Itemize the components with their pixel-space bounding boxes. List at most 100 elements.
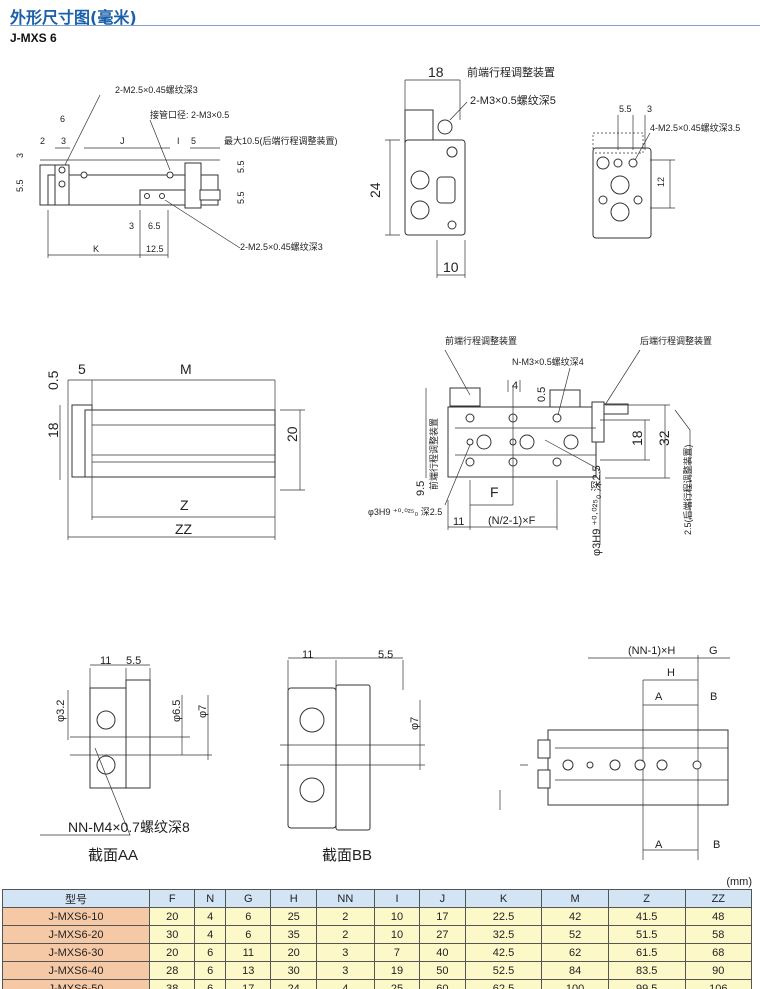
value-cell: 58 bbox=[684, 925, 753, 944]
value-cell: 7 bbox=[373, 943, 421, 962]
dimension-label: 2.5(后端行程调整装置) bbox=[682, 444, 693, 535]
value-cell: 11 bbox=[225, 943, 272, 962]
dimension-label: Z bbox=[180, 497, 189, 513]
dimension-label: 12 bbox=[656, 177, 666, 187]
value-cell: 60 bbox=[419, 979, 466, 989]
dimension-label: 5.5 bbox=[378, 649, 393, 661]
value-cell: 41.5 bbox=[607, 907, 686, 926]
dimension-label: (NN-1)×H bbox=[628, 645, 675, 657]
top-right-view: 5.5 3 4-M2.5×0.45螺纹深3.5 12 bbox=[592, 104, 740, 239]
dimension-label: φ6.5 bbox=[171, 700, 183, 722]
col-header: H bbox=[270, 889, 317, 908]
value-cell: 24 bbox=[270, 979, 317, 989]
dimension-label: 2 bbox=[40, 136, 45, 146]
dimension-label: M bbox=[180, 361, 192, 377]
value-cell: 100 bbox=[541, 979, 609, 989]
value-cell: 20 bbox=[148, 907, 196, 926]
value-cell: 2 bbox=[315, 925, 375, 944]
value-cell: 48 bbox=[684, 907, 753, 926]
dimension-drawings: 2-M2.5×0.45螺纹深3 接管口径: 2-M3×0.5 6 2 3 J I… bbox=[15, 64, 740, 864]
dimension-label: 24 bbox=[367, 182, 383, 198]
dimension-label: NN-M4×0.7螺纹深8 bbox=[68, 819, 190, 835]
dimension-label: 2-M3×0.5螺纹深5 bbox=[470, 93, 556, 107]
dimension-label: B bbox=[710, 691, 717, 703]
value-cell: 27 bbox=[419, 925, 466, 944]
value-cell: 6 bbox=[225, 925, 272, 944]
col-header: NN bbox=[315, 889, 375, 908]
value-cell: 2 bbox=[315, 907, 375, 926]
value-cell: 52.5 bbox=[464, 961, 543, 980]
value-cell: 83.5 bbox=[607, 961, 686, 980]
value-cell: 30 bbox=[270, 961, 317, 980]
dimension-label: 18 bbox=[45, 422, 61, 438]
value-cell: 68 bbox=[684, 943, 753, 962]
col-header: N bbox=[194, 889, 227, 908]
col-header: ZZ bbox=[684, 889, 753, 908]
value-cell: 20 bbox=[270, 943, 317, 962]
top-mid-view: 18 前端行程调整装置 2-M3×0.5螺纹深5 24 10 bbox=[367, 64, 556, 278]
title-divider bbox=[10, 25, 760, 26]
model-cell: J-MXS6-50 bbox=[2, 979, 150, 989]
col-header: Z bbox=[607, 889, 686, 908]
dimension-label: 5.5 bbox=[126, 655, 141, 667]
value-cell: 62.5 bbox=[464, 979, 543, 989]
dimension-label: H bbox=[667, 667, 675, 679]
dimension-label: N-M3×0.5螺纹深4 bbox=[512, 356, 584, 367]
model-cell: J-MXS6-30 bbox=[2, 943, 150, 962]
value-cell: 22.5 bbox=[464, 907, 543, 926]
dimension-label: 11 bbox=[453, 516, 464, 528]
value-cell: 61.5 bbox=[607, 943, 686, 962]
col-header: J bbox=[419, 889, 466, 908]
unit-label: (mm) bbox=[726, 876, 752, 888]
value-cell: 3 bbox=[315, 961, 375, 980]
value-cell: 106 bbox=[684, 979, 753, 989]
bottom-right-view: (NN-1)×H G H A B A B bbox=[499, 645, 730, 860]
value-cell: 3 bbox=[315, 943, 375, 962]
dimension-label: φ7 bbox=[409, 717, 421, 730]
dimension-label: φ3.2 bbox=[55, 700, 67, 722]
section-bb: 11 5.5 φ7 截面BB bbox=[280, 649, 425, 864]
dimension-label: 6 bbox=[60, 114, 65, 124]
dimension-label: 后端行程调整装置 bbox=[640, 335, 712, 346]
value-cell: 10 bbox=[373, 925, 421, 944]
value-cell: 38 bbox=[148, 979, 196, 989]
dimension-label: 6.5 bbox=[148, 221, 161, 231]
dimension-label: 3 bbox=[61, 136, 66, 146]
dimension-label: 5.5 bbox=[619, 104, 632, 114]
dimension-label: F bbox=[490, 484, 499, 500]
value-cell: 42.5 bbox=[464, 943, 543, 962]
dimension-label: (N/2-1)×F bbox=[488, 515, 536, 527]
dimension-label: 9.5 bbox=[415, 481, 427, 496]
dimension-label: 3 bbox=[129, 221, 134, 231]
section-aa: 11 5.5 φ3.2 φ6.5 φ7 NN-M4×0.7螺纹深8 截面AA bbox=[40, 655, 212, 864]
dimension-label: 20 bbox=[284, 426, 300, 442]
value-cell: 50 bbox=[419, 961, 466, 980]
dimension-label: φ3H9 ⁺⁰·⁰²⁵₀ 深2.5 bbox=[368, 507, 442, 517]
dimension-label: K bbox=[93, 244, 99, 254]
dimension-label: 11 bbox=[100, 655, 111, 667]
dimension-label: A bbox=[655, 839, 663, 851]
dimension-label: 截面BB bbox=[322, 847, 372, 864]
dimension-label: 4 bbox=[512, 380, 518, 392]
dimension-label: 12.5 bbox=[146, 244, 164, 254]
dimension-label: 前端行程调整装置 bbox=[428, 418, 439, 490]
value-cell: 52 bbox=[541, 925, 609, 944]
col-header: I bbox=[373, 889, 421, 908]
dimension-label: G bbox=[709, 645, 718, 657]
value-cell: 90 bbox=[684, 961, 753, 980]
col-header: F bbox=[148, 889, 196, 908]
table-header-row: 型号 F N G H NN I J K M Z ZZ bbox=[2, 889, 753, 908]
dimension-label: ZZ bbox=[175, 521, 193, 537]
value-cell: 25 bbox=[373, 979, 421, 989]
dimension-label: J bbox=[120, 136, 125, 146]
value-cell: 25 bbox=[270, 907, 317, 926]
dimension-label: 0.5 bbox=[536, 387, 548, 402]
dimension-label: 前端行程调整装置 bbox=[445, 335, 517, 346]
value-cell: 17 bbox=[225, 979, 272, 989]
model-subtitle: J-MXS 6 bbox=[10, 31, 57, 45]
